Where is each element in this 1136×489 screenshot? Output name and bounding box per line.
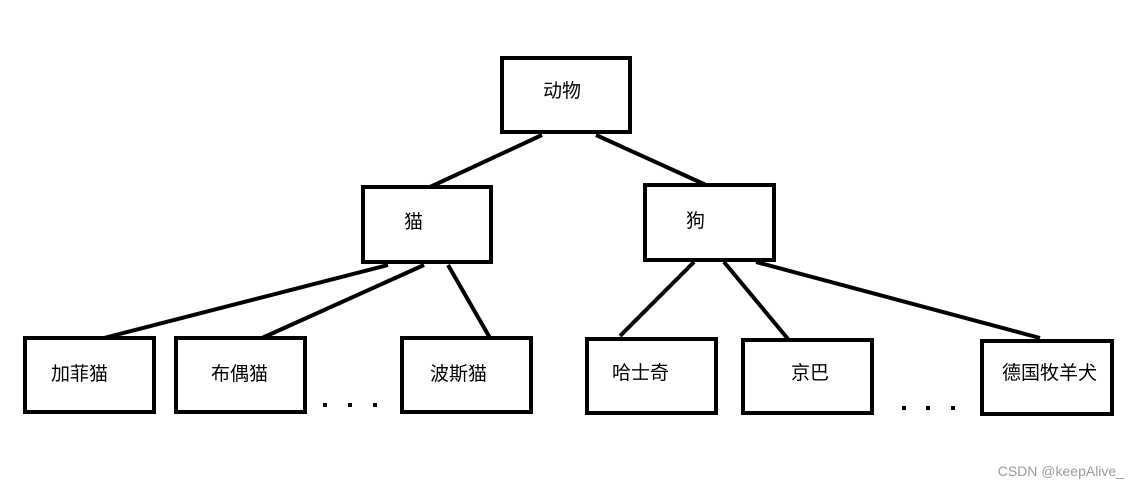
node-cat-label: 猫 (404, 211, 423, 233)
node-german-shepherd-label: 德国牧羊犬 (1002, 362, 1097, 384)
ellipsis-dot (951, 406, 955, 410)
node-animal-box (500, 56, 632, 134)
node-animal: 动物 (500, 56, 632, 134)
node-persian: 波斯猫 (400, 336, 533, 414)
node-german-shepherd-box (980, 339, 1114, 416)
node-ragdoll-label: 布偶猫 (211, 363, 268, 385)
node-persian-label: 波斯猫 (430, 363, 487, 385)
node-animal-label: 动物 (543, 80, 581, 102)
node-ragdoll: 布偶猫 (174, 336, 307, 414)
tree-edges (103, 133, 1041, 341)
node-pekingese-label: 京巴 (791, 362, 829, 384)
edge-cat-persian (446, 264, 492, 339)
node-dog-label: 狗 (686, 210, 705, 232)
edge-dog-husky (618, 260, 696, 338)
node-husky-box (585, 337, 718, 415)
node-husky: 哈士奇 (585, 337, 718, 415)
ellipsis-dot (373, 403, 377, 407)
node-dog-box (643, 183, 776, 262)
node-ragdoll-box (174, 336, 307, 414)
node-dog: 狗 (643, 183, 776, 262)
node-garfield-label: 加菲猫 (51, 363, 108, 385)
node-persian-box (400, 336, 533, 414)
edge-dog-german-shepherd (755, 260, 1041, 340)
edge-dog-pekingese (722, 260, 790, 341)
ellipsis-dot (348, 403, 352, 407)
node-cat-box (361, 185, 493, 264)
ellipsis-dot (926, 406, 930, 410)
ellipsis-dot (902, 406, 906, 410)
node-garfield: 加菲猫 (23, 336, 156, 414)
edge-root-cat (429, 133, 543, 189)
node-husky-label: 哈士奇 (612, 362, 669, 384)
edge-root-dog (595, 133, 707, 187)
ellipsis-dogs (902, 406, 955, 410)
ellipsis-dot (323, 403, 327, 407)
ellipsis-cats (323, 403, 377, 407)
node-pekingese-box (741, 338, 874, 415)
node-cat: 猫 (361, 185, 493, 264)
watermark: CSDN @keepAlive_ (997, 463, 1124, 479)
edge-cat-ragdoll (261, 263, 425, 340)
node-pekingese: 京巴 (741, 338, 874, 415)
node-german-shepherd: 德国牧羊犬 (980, 339, 1114, 416)
node-garfield-box (23, 336, 156, 414)
edge-cat-garfield (103, 263, 389, 340)
